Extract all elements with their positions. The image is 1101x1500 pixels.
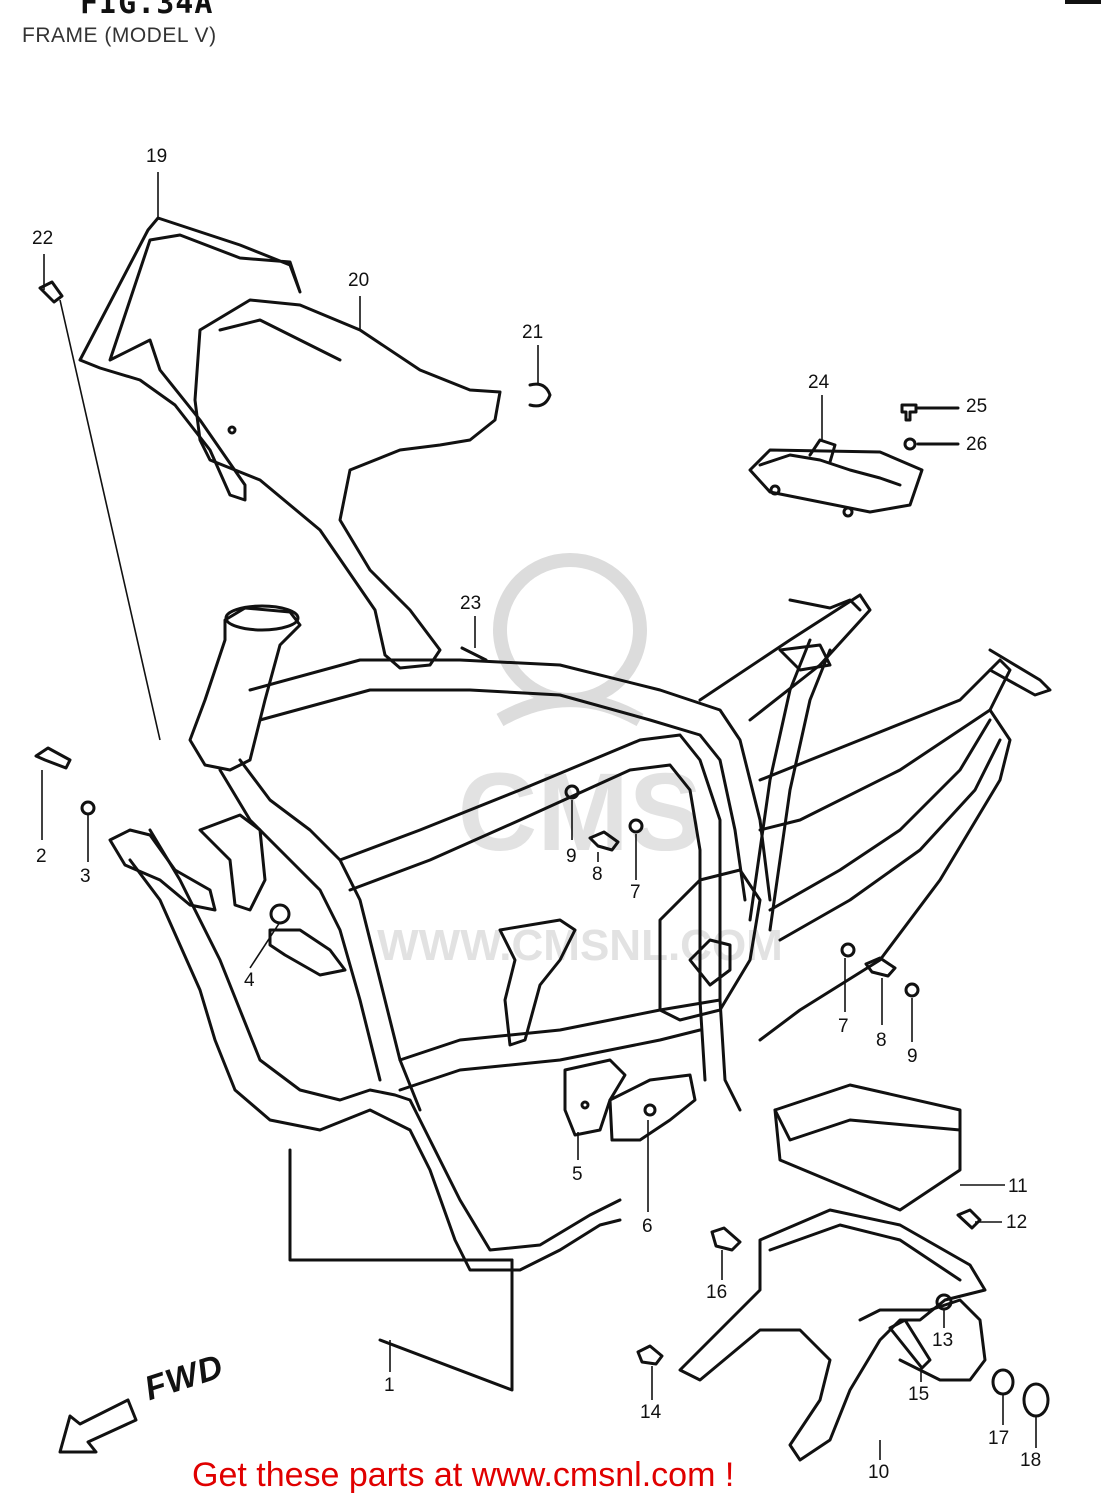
top-backbone (248, 658, 772, 902)
front-downtube (128, 858, 622, 1272)
part-label-24: 24 (808, 372, 830, 393)
part-label-14: 14 (640, 1402, 662, 1423)
part-label-11: 11 (1008, 1176, 1028, 1197)
part-label-4: 4 (244, 970, 255, 991)
figure-title: FIG.34A (80, 0, 214, 21)
part-label-20: 20 (348, 270, 370, 291)
junction-bracket (748, 448, 924, 514)
part-label-22: 22 (32, 228, 54, 249)
part-label-10: 10 (868, 1462, 890, 1483)
part-label-7a: 7 (630, 882, 641, 903)
part-label-13: 13 (932, 1330, 954, 1351)
corner-mark (1065, 0, 1101, 4)
part-label-5: 5 (572, 1164, 583, 1185)
part-label-17: 17 (988, 1428, 1010, 1449)
figure-subtitle: FRAME (MODEL V) (22, 24, 217, 47)
part-label-15: 15 (908, 1384, 930, 1405)
part-label-9b: 9 (907, 1046, 918, 1067)
part-label-7b: 7 (838, 1016, 849, 1037)
part-label-19: 19 (146, 146, 168, 167)
part-label-26: 26 (966, 434, 988, 455)
part-label-8a: 8 (592, 864, 603, 885)
battery-bracket (678, 1208, 987, 1462)
rear-subframe (698, 593, 872, 722)
part-label-23: 23 (460, 593, 482, 614)
part-label-12: 12 (1006, 1212, 1028, 1233)
part-label-9a: 9 (566, 846, 577, 867)
part-label-16: 16 (706, 1282, 728, 1303)
plate-5 (563, 1058, 627, 1137)
plate-6 (608, 1073, 697, 1142)
footer-link[interactable]: Get these parts at www.cmsnl.com ! (192, 1456, 735, 1494)
part-label-21: 21 (522, 322, 544, 343)
part-label-3: 3 (80, 866, 91, 887)
part-label-18: 18 (1020, 1450, 1042, 1471)
part-label-2: 2 (36, 846, 47, 867)
side-cover-left (78, 216, 302, 502)
part-label-8b: 8 (876, 1030, 887, 1051)
part-label-1: 1 (384, 1375, 395, 1396)
tank-cover (193, 298, 502, 670)
head-tube (188, 606, 302, 772)
battery-box (773, 1083, 962, 1212)
part-label-25: 25 (966, 396, 988, 417)
part-label-6: 6 (642, 1216, 653, 1237)
fwd-arrow (58, 1398, 138, 1454)
clip-21 (528, 382, 552, 408)
